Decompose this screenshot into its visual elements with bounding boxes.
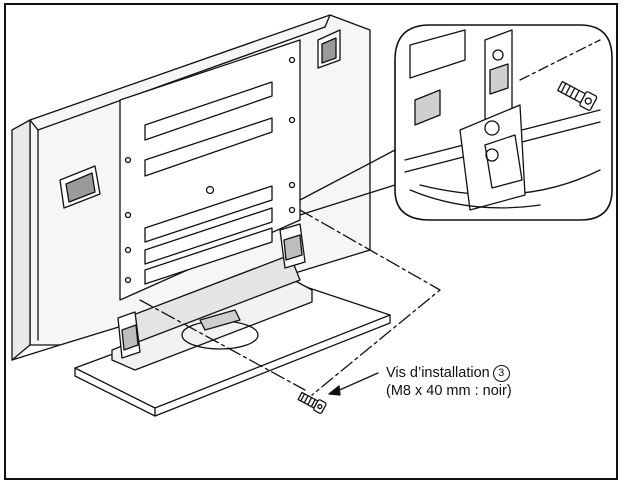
screw-icon xyxy=(297,391,327,414)
callout-line-2: (M8 x 40 mm : noir) xyxy=(386,383,512,399)
side-handle xyxy=(59,165,101,209)
callout-label: Vis d’installation xyxy=(386,365,490,381)
alignment-guide-line xyxy=(139,209,441,396)
illustration-frame xyxy=(4,3,618,480)
inset-screw-icon xyxy=(557,80,598,111)
circled-number-icon: 3 xyxy=(492,365,510,382)
zoom-inset xyxy=(299,24,613,221)
top-handle xyxy=(317,29,341,69)
stand-base xyxy=(74,254,391,417)
callout-leader xyxy=(328,372,379,396)
mounting-plate xyxy=(119,39,301,301)
stand-pillars xyxy=(117,223,306,359)
